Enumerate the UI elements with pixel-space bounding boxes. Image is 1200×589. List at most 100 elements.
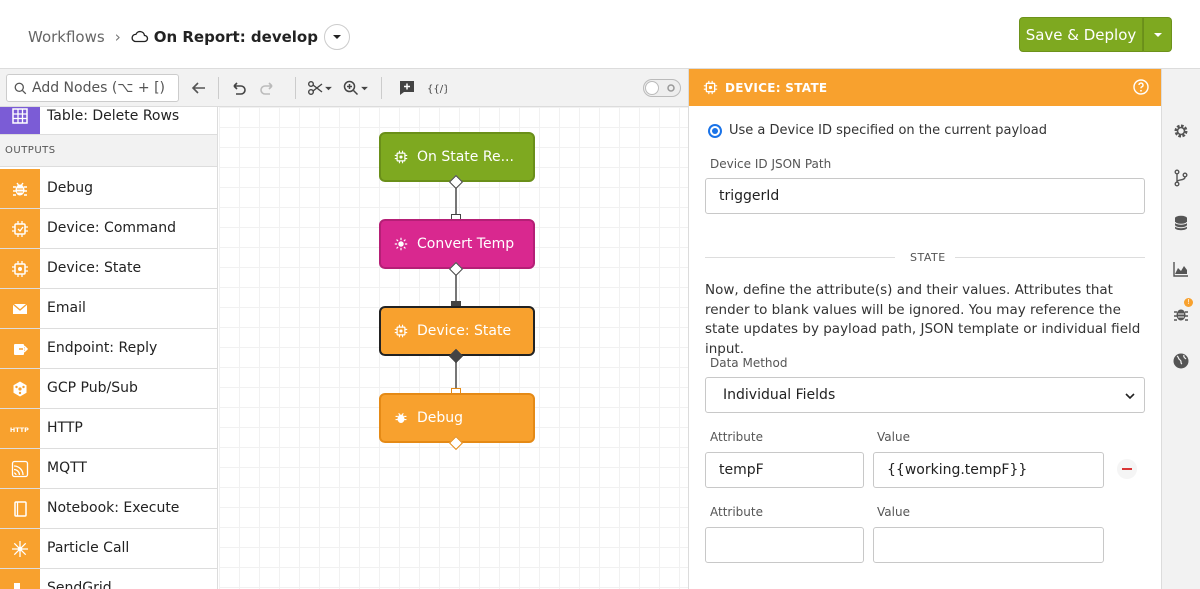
zoom-icon (343, 80, 359, 96)
svg-text:HTTP: HTTP (10, 425, 29, 433)
redo-button[interactable] (260, 80, 276, 96)
node-label: Debug (417, 410, 464, 426)
palette-item-label: HTTP (47, 420, 83, 436)
palette-item-endpoint-reply[interactable]: Endpoint: Reply (0, 329, 217, 369)
data-method-label: Data Method (710, 356, 788, 370)
collapse-palette-button[interactable] (191, 80, 207, 96)
add-comment-button[interactable] (399, 80, 415, 96)
radio-label: Use a Device ID specified on the current… (729, 123, 1047, 138)
palette-icon-bg (0, 107, 40, 134)
particle-icon (12, 540, 28, 557)
palette-icon-bg (0, 569, 40, 589)
arrow-left-icon (191, 82, 205, 94)
save-deploy-button[interactable]: Save & Deploy (1019, 17, 1143, 52)
toggle-knob (645, 81, 659, 95)
palette-item-label: Device: State (47, 260, 142, 276)
undo-button[interactable] (230, 80, 246, 96)
editor-toolbar: Add Nodes (⌥ + [) {{/}} (0, 69, 688, 107)
chip-gear-icon (12, 260, 28, 277)
table-icon (12, 107, 28, 124)
palette-item-mqtt[interactable]: MQTT (0, 449, 217, 489)
breadcrumb-workflows-link[interactable]: Workflows (28, 28, 105, 46)
caret-down-icon (361, 86, 368, 90)
json-icon: {{/}} (427, 84, 447, 95)
palette-item-debug[interactable]: Debug (0, 169, 217, 209)
node-device-state[interactable]: Device: State (379, 306, 535, 356)
gear-icon[interactable] (1172, 122, 1190, 140)
sendgrid-icon (14, 582, 26, 589)
workflow-canvas[interactable]: On State Re... Convert Temp Device: Stat… (219, 107, 688, 589)
palette-item-device-command[interactable]: Device: Command (0, 209, 217, 249)
help-icon[interactable] (1133, 79, 1149, 95)
panel-header: DEVICE: STATE (689, 69, 1161, 106)
node-debug[interactable]: Debug (379, 393, 535, 443)
palette-item-email[interactable]: Email (0, 289, 217, 329)
branch-icon[interactable] (1172, 169, 1190, 187)
section-divider (705, 257, 895, 258)
caret-down-icon (325, 86, 332, 90)
debug-toggle[interactable] (643, 79, 681, 97)
node-label: Convert Temp (417, 236, 515, 252)
mqtt-icon (11, 460, 29, 477)
breadcrumb-separator: › (114, 28, 121, 46)
cloud-icon (131, 30, 148, 43)
workflow-menu-button[interactable] (323, 24, 350, 50)
attribute-input[interactable] (705, 527, 864, 563)
palette-item-label: Debug (47, 180, 94, 196)
globe-icon[interactable] (1172, 352, 1190, 370)
connection-line[interactable] (455, 359, 457, 395)
right-tool-rail: ! (1161, 69, 1200, 589)
device-id-json-path-input[interactable]: triggerId (705, 178, 1145, 214)
palette-item-label: Particle Call (47, 540, 130, 556)
toolbar-divider (218, 77, 219, 99)
palette-item-table-delete-rows[interactable]: Table: Delete Rows (0, 107, 217, 135)
palette-item-gcp-pubsub[interactable]: GCP Pub/Sub (0, 369, 217, 409)
palette-icon-bg (0, 489, 40, 528)
comment-add-icon (400, 81, 414, 95)
panel-title: DEVICE: STATE (725, 80, 828, 95)
chip-gear-icon (394, 324, 408, 338)
gcp-icon (13, 381, 27, 396)
redo-icon (260, 82, 273, 95)
palette-item-notebook-execute[interactable]: Notebook: Execute (0, 489, 217, 529)
chart-area-icon[interactable] (1172, 260, 1190, 278)
data-method-select[interactable]: Individual Fields (705, 377, 1145, 413)
palette-icon-bg (0, 529, 40, 568)
palette-item-label: Email (47, 300, 86, 316)
palette-section-outputs[interactable]: OUTPUTS (0, 135, 217, 167)
palette-icon-bg (0, 369, 40, 408)
node-convert-temp[interactable]: Convert Temp (379, 219, 535, 269)
node-on-state-report[interactable]: On State Re... (379, 132, 535, 182)
payload-template-button[interactable]: {{/}} (427, 80, 447, 96)
database-icon[interactable] (1172, 214, 1190, 232)
attribute-input[interactable]: tempF (705, 452, 864, 488)
device-id-source-radio[interactable]: Use a Device ID specified on the current… (708, 123, 1047, 138)
minus-icon (1122, 468, 1132, 470)
bug-icon[interactable] (1172, 305, 1190, 323)
remove-row-button[interactable] (1117, 459, 1137, 479)
value-label: Value (877, 430, 910, 444)
http-icon: HTTP (10, 425, 29, 433)
bug-icon (13, 182, 27, 196)
connection-line[interactable] (455, 185, 457, 221)
email-icon (12, 303, 28, 314)
palette-item-sendgrid[interactable]: SendGrid (0, 569, 217, 589)
value-input[interactable] (873, 527, 1104, 563)
palette-icon-bg (0, 209, 40, 248)
chip-gear-icon (703, 80, 718, 95)
chevron-down-icon (1125, 393, 1135, 400)
palette-icon-bg: HTTP (0, 409, 40, 448)
palette-item-http[interactable]: HTTP HTTP (0, 409, 217, 449)
deploy-options-button[interactable] (1143, 17, 1172, 52)
zoom-menu-button[interactable] (343, 80, 369, 96)
palette-item-particle-call[interactable]: Particle Call (0, 529, 217, 569)
svg-text:{{/}}: {{/}} (427, 84, 447, 95)
palette-item-label: MQTT (47, 460, 87, 476)
attribute-label: Attribute (710, 430, 763, 444)
palette-item-device-state[interactable]: Device: State (0, 249, 217, 289)
add-nodes-search[interactable]: Add Nodes (⌥ + [) (6, 74, 179, 102)
caret-down-icon (1153, 32, 1162, 37)
value-input[interactable]: {{working.tempF}} (873, 452, 1104, 488)
connection-line[interactable] (455, 272, 457, 308)
cut-menu-button[interactable] (307, 80, 333, 96)
